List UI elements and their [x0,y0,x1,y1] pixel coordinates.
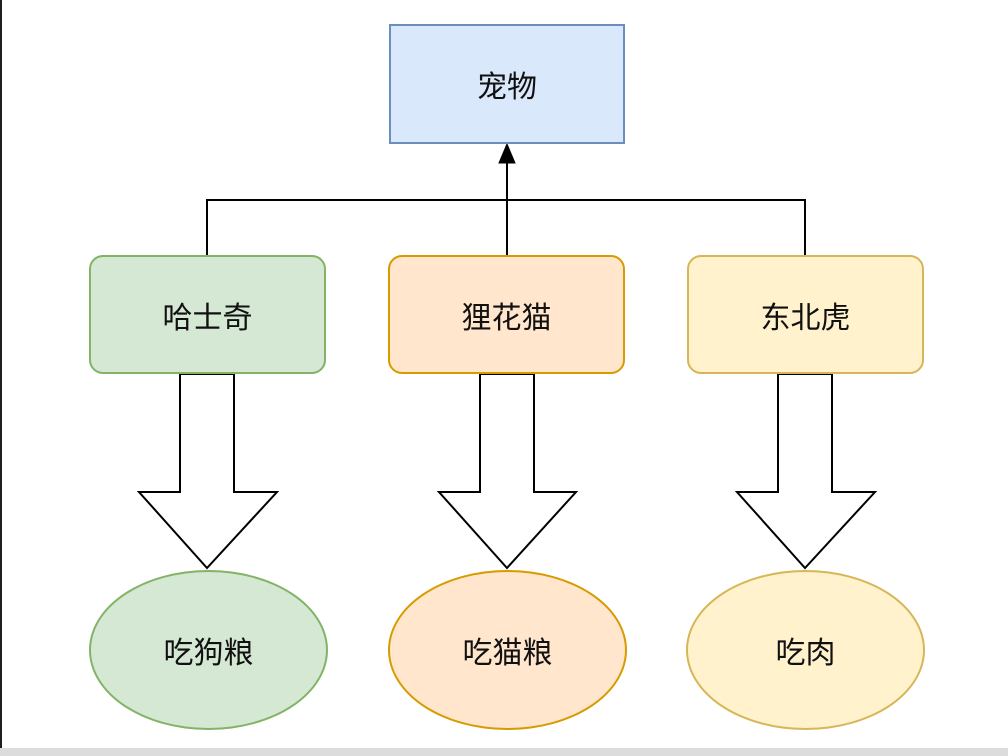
root-node-pet: 宠物 [389,24,625,144]
animal-label-tiger: 东北虎 [760,300,851,336]
block-arrow-husky [136,373,280,570]
animal-label-cat: 狸花猫 [461,300,552,336]
animal-node-husky: 哈士奇 [89,255,326,374]
animal-node-cat: 狸花猫 [388,255,625,374]
connector-line-husky [206,199,507,255]
connector-line-tiger [507,199,806,255]
arrowhead-to-root [498,142,516,164]
block-arrow-tiger [734,373,878,570]
food-node-tiger: 吃肉 [686,570,925,730]
bottom-strip [0,748,1008,756]
food-label-cat: 吃猫粮 [462,636,553,671]
food-node-husky: 吃狗粮 [89,570,328,730]
animal-label-husky: 哈士奇 [162,300,253,336]
root-node-label: 宠物 [477,70,537,105]
food-label-tiger: 吃肉 [775,636,836,671]
block-arrow-cat [436,373,579,570]
food-label-husky: 吃狗粮 [163,636,254,671]
food-node-cat: 吃猫粮 [388,570,627,730]
animal-node-tiger: 东北虎 [687,255,924,374]
